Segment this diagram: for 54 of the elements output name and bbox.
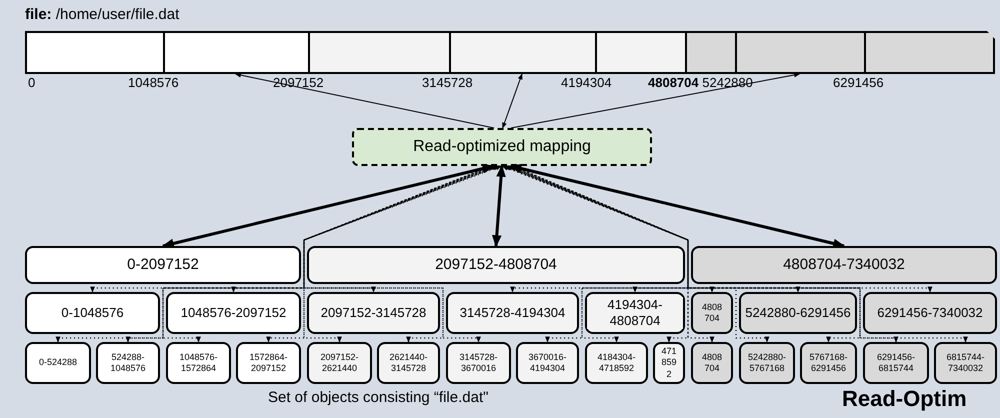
offset-tick-label: 1048576 [128,76,179,89]
object-range-box [25,246,301,284]
object-range-box [691,292,733,334]
object-range-box [236,342,301,384]
object-range-box [307,342,372,384]
file-segment [449,31,595,74]
object-range-box [653,342,685,384]
offset-tick-label: 4194304 [561,76,612,89]
object-range-box [446,342,511,384]
object-range-box [934,342,997,384]
object-range-box [800,342,857,384]
object-range-box [691,342,733,384]
file-segment [685,31,735,74]
offset-tick-label: 2097152 [273,76,324,89]
file-segment [864,31,995,74]
range-text: 4194304-4808704 [587,296,683,330]
object-range-box [96,342,160,384]
arrow [502,73,522,129]
arrow [234,72,494,128]
file-segment [25,31,163,74]
offset-tick-label: 3145728 [422,76,473,89]
caption-text: Set of objects consisting “file.dat" [268,390,488,405]
object-range-box [739,292,857,334]
file-segment [163,31,308,74]
object-range-box [863,292,997,334]
arrow [510,72,800,128]
object-range-box [25,342,91,384]
object-range-box [166,292,301,334]
arrow [492,164,506,248]
range-text: 4808704 [700,302,724,324]
file-segment [595,31,685,74]
file-segment [308,31,449,74]
offset-tick-label: 0 [28,76,36,89]
object-range-box [377,342,440,384]
heading-text: Read-Optim [842,388,967,410]
object-range-box [516,342,579,384]
file-segment [735,31,864,74]
object-range-box [739,342,795,384]
arrow [509,164,846,248]
object-range-box [166,342,231,384]
object-range-box [446,292,579,334]
object-range-box [585,342,648,384]
range-text: 4808704 [700,352,724,374]
file-path-heading: file: /home/user/file.dat [25,6,180,24]
object-range-box [307,292,440,334]
offset-tick-label: 4808704 5242880 [648,76,753,89]
mapping-box [352,128,652,166]
object-range-box [25,292,160,334]
object-range-box [863,342,929,384]
range-text: 4718592 [660,346,678,380]
range-text: Read-optimized mapping [412,137,592,157]
object-range-box [307,246,685,284]
object-range-box [691,246,997,284]
offset-tick-label: 6291456 [833,76,884,89]
